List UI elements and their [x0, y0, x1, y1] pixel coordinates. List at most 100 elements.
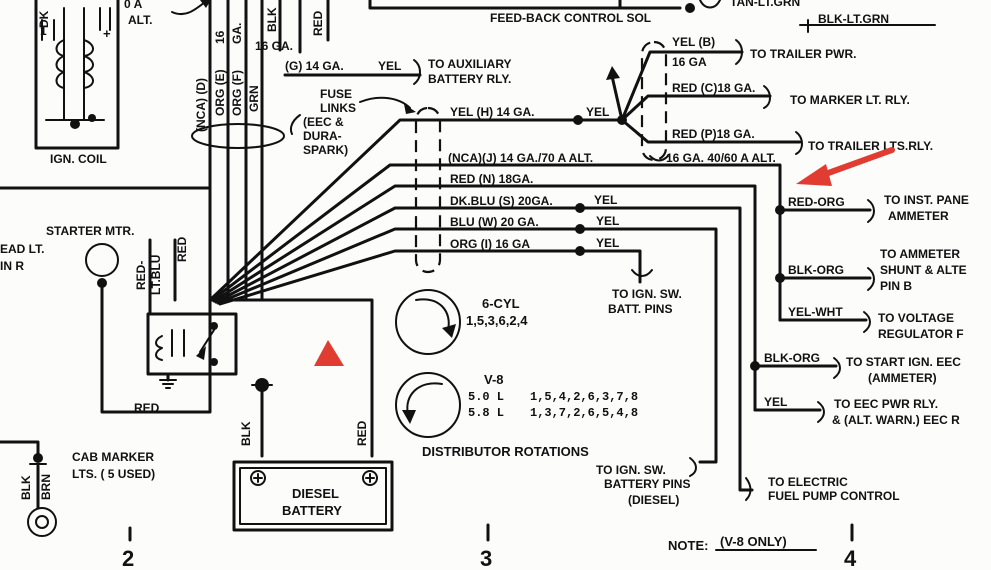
- org-i-label: ORG (I) 16 GA: [450, 237, 530, 251]
- rotation-v8-circle: [395, 372, 461, 438]
- to-inst-panel-2: AMMETER: [888, 209, 949, 223]
- grid-number-2: 2: [122, 546, 134, 570]
- to-trailer-pwr: TO TRAILER PWR.: [750, 47, 856, 61]
- nca-j-label: (NCA)(J) 14 GA./70 A ALT.: [448, 151, 593, 165]
- to-fuel-pump-2: FUEL PUMP CONTROL: [768, 489, 900, 503]
- g-14ga-label: (G) 14 GA.: [285, 59, 344, 73]
- to-aux-batt-line2: BATTERY RLY.: [428, 72, 511, 86]
- to-start-ign-2: (AMMETER): [868, 371, 937, 385]
- yel-i-label: YEL: [596, 236, 619, 250]
- to-ign-sw-batt-2: BATT. PINS: [608, 302, 672, 316]
- wire-blk: BLK: [265, 7, 279, 32]
- annotation-arrow: [796, 147, 895, 186]
- red-c-label: RED (C)18 GA.: [672, 81, 755, 95]
- feedback-sol-label: FEED-BACK CONTROL SOL: [490, 11, 651, 25]
- fuse-links-line4: DURA-: [303, 129, 342, 143]
- to-start-ign-1: TO START IGN. EEC: [846, 355, 961, 369]
- red-p-label: RED (P)18 GA.: [672, 127, 755, 141]
- coil-pin-1: 1: [40, 24, 47, 38]
- rotation-6cyl-circle: [395, 289, 461, 355]
- v8-58-order: 1,3,7,2,6,5,4,8: [530, 406, 638, 420]
- distributor-rotations-label: DISTRIBUTOR ROTATIONS: [422, 444, 589, 459]
- brn-cab-wire: BRN: [39, 474, 53, 500]
- to-ign-sw-diesel-3: (DIESEL): [628, 493, 679, 507]
- wire-org-f: ORG (F): [230, 70, 244, 116]
- yel-h-label: YEL (H) 14 GA.: [450, 105, 534, 119]
- to-fuel-pump-1: TO ELECTRIC: [768, 475, 848, 489]
- red-org-label: RED-ORG: [788, 195, 845, 209]
- trailer-fuse-oval: [640, 40, 668, 162]
- yel-g-label: YEL: [378, 59, 401, 73]
- cab-marker-line1: CAB MARKER: [72, 450, 154, 464]
- wire-red-top: RED: [311, 10, 325, 36]
- to-eec-pwr-2: & (ALT. WARN.) EEC R: [832, 413, 960, 427]
- starter-relay: [146, 312, 238, 376]
- diesel-battery-line2: BATTERY: [282, 503, 342, 518]
- diesel-battery-line1: DIESEL: [292, 486, 339, 501]
- starter-motor: [85, 243, 119, 277]
- ign-coil-label: IGN. COIL: [50, 152, 107, 166]
- to-ign-sw-diesel-2: BATTERY PINS: [604, 477, 690, 491]
- grid-number-3: 3: [480, 546, 492, 570]
- coil-alt-line1: 0 A: [124, 0, 143, 11]
- red-n-label: RED (N) 18GA.: [450, 172, 533, 186]
- blk-org-label: BLK-ORG: [788, 263, 844, 277]
- diesel-battery: [232, 460, 394, 532]
- to-voltage-reg-2: REGULATOR F: [878, 327, 964, 341]
- yel-s-label: YEL: [594, 193, 617, 207]
- red-relay-wire: RED: [134, 401, 160, 415]
- starter-mtr-label: STARTER MTR.: [46, 224, 134, 238]
- wire-nca-d: (NCA) (D): [194, 78, 208, 132]
- note-value: (V-8 ONLY): [720, 534, 787, 549]
- fuse-links-line1: FUSE: [320, 87, 352, 101]
- pin-r-label: IN R: [0, 259, 24, 273]
- yel-wht-label: YEL-WHT: [788, 305, 843, 319]
- blk-org2-label: BLK-ORG: [764, 351, 820, 365]
- head-lt-label: EAD LT.: [0, 242, 44, 256]
- ga16-40-60-label: 16 GA. 40/60 A ALT.: [666, 151, 776, 165]
- blk-lt-grn-label: BLK-LT.GRN: [818, 12, 889, 26]
- blk-cab-wire: BLK: [19, 475, 33, 500]
- to-ign-sw-diesel-1: TO IGN. SW.: [596, 463, 666, 477]
- cyl6-label: 6-CYL: [482, 296, 520, 311]
- to-marker-rly: TO MARKER LT. RLY.: [790, 93, 910, 107]
- yel-w-label: YEL: [596, 214, 619, 228]
- dk-blu-s-label: DK.BLU (S) 20GA.: [450, 194, 553, 208]
- yel-eec-label: YEL: [764, 395, 787, 409]
- fuse-links-line3: (EEC &: [303, 115, 344, 129]
- fuse-links-line2: LINKS: [320, 101, 356, 115]
- v8-50-size: 5.0 L: [468, 390, 504, 404]
- grid-number-4: 4: [844, 546, 857, 570]
- note-prefix: NOTE:: [668, 538, 708, 553]
- to-eec-pwr-1: TO EEC PWR RLY.: [834, 397, 938, 411]
- wire-grn: GRN: [247, 85, 261, 112]
- v8-50-order: 1,5,4,2,6,3,7,8: [530, 390, 638, 404]
- red-lt-blu-1: RED-: [134, 261, 148, 290]
- to-ammeter-3: PIN B: [880, 279, 912, 293]
- annotation-triangle: [314, 340, 344, 366]
- fuse-link-oval: [191, 123, 285, 149]
- yel-h-end: YEL: [586, 105, 609, 119]
- wire-ga-label: GA.: [230, 23, 244, 44]
- v8-label: V-8: [484, 372, 504, 387]
- v8-58-size: 5.8 L: [468, 406, 504, 420]
- blk-batt-wire: BLK: [239, 421, 253, 446]
- fuse-bundle-oval: [414, 106, 442, 274]
- ignition-coil: [34, 0, 120, 150]
- coil-dk-label: DK: [37, 10, 51, 28]
- coil-alt-line2: ALT.: [128, 13, 152, 27]
- fan-wires: [208, 0, 744, 306]
- red-lt-blu-2: LT.BLU: [149, 255, 163, 295]
- cyl6-order: 1,5,3,6,2,4: [466, 313, 528, 328]
- wire-org-e: ORG (E): [213, 69, 227, 116]
- cab-marker-lamp: [27, 507, 57, 537]
- to-ammeter-2: SHUNT & ALTE: [880, 263, 967, 277]
- to-ign-sw-batt-1: TO IGN. SW.: [612, 287, 682, 301]
- yel-b-label: YEL (B): [672, 35, 715, 49]
- cab-marker-line2: LTS. ( 5 USED): [72, 467, 155, 481]
- ga16-top-label: 16 GA.: [255, 39, 293, 53]
- blu-w-label: BLU (W) 20 GA.: [450, 215, 539, 229]
- to-ammeter-1: TO AMMETER: [880, 247, 960, 261]
- red-batt-wire: RED: [355, 420, 369, 446]
